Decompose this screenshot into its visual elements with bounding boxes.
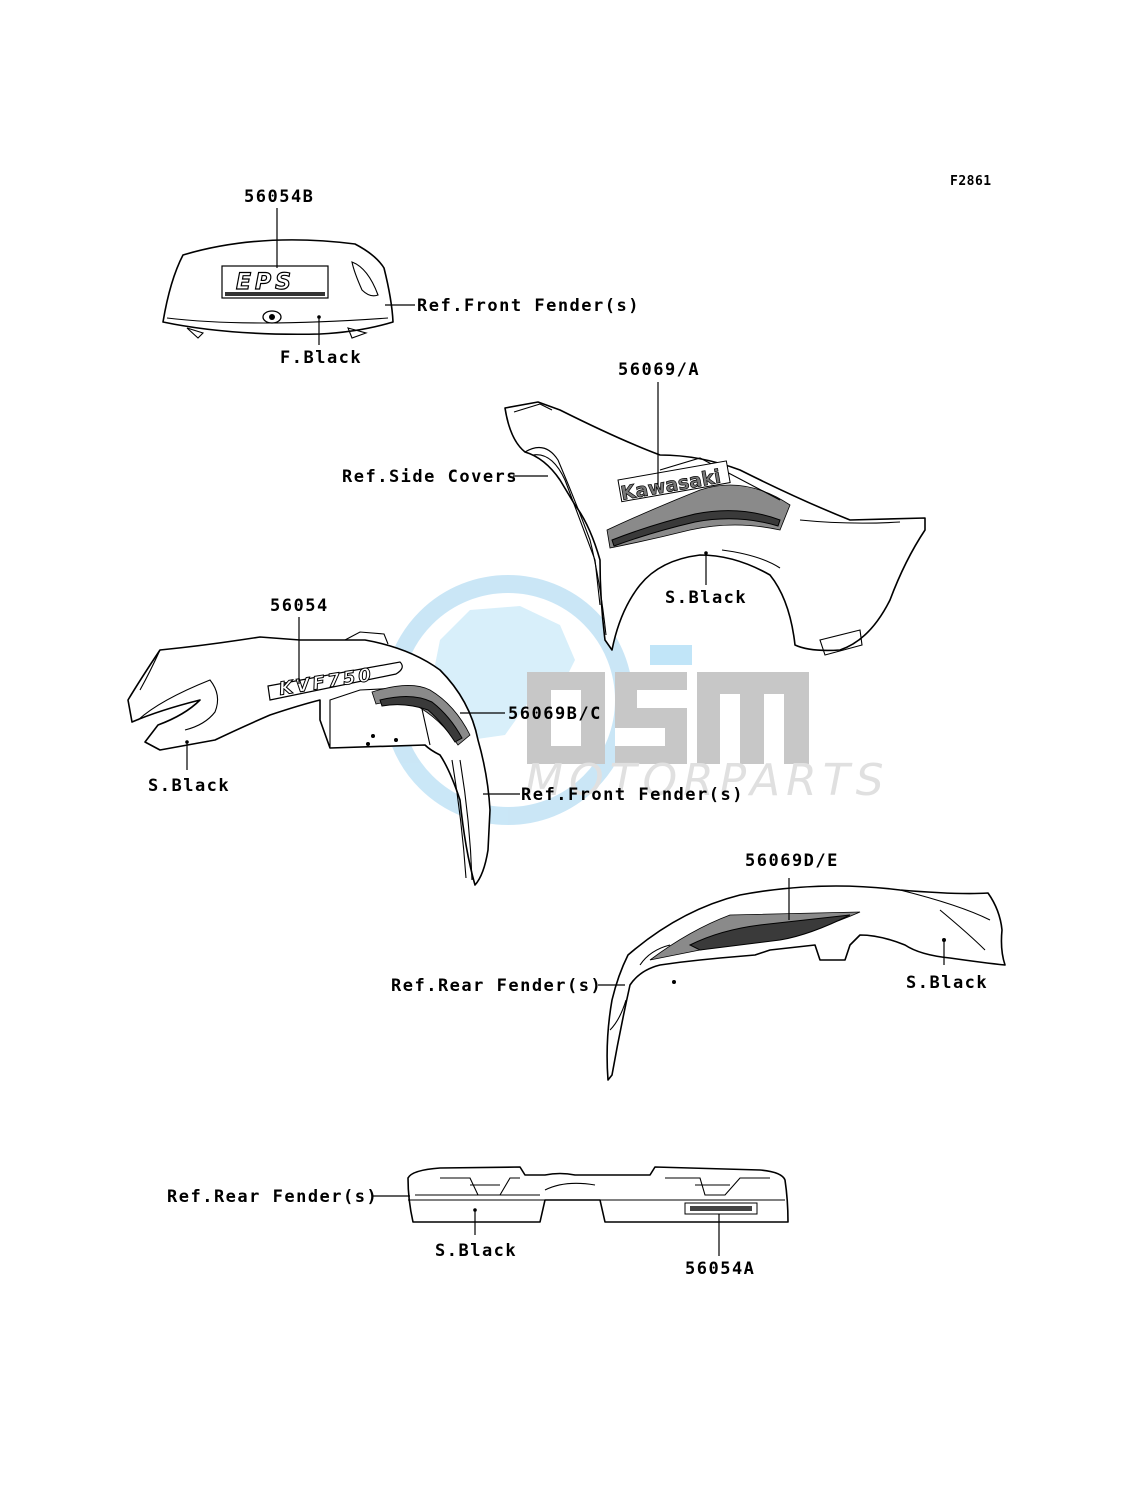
- callout-rear-color: S.Black: [906, 973, 988, 993]
- watermark-continent: [432, 606, 575, 740]
- callout-front-ref: Ref.Front Fender(s): [521, 785, 744, 805]
- callout-front-color: S.Black: [148, 776, 230, 796]
- callout-56069BC: 56069B/C: [508, 704, 602, 724]
- eps-front-cover: EPS 56054B Ref.Front Fender(s) F.Black: [162, 187, 640, 368]
- watermark-subtitle: MOTORPARTS: [525, 755, 890, 806]
- callout-56054A: 56054A: [685, 1259, 755, 1279]
- callout-eps-color: F.Black: [280, 348, 362, 368]
- watermark-letter-s: [615, 672, 687, 764]
- callout-side-color: S.Black: [665, 588, 747, 608]
- callout-side-ref: Ref.Side Covers: [342, 467, 518, 487]
- rear-fender: 56069D/E Ref.Rear Fender(s) S.Black: [391, 851, 1006, 1081]
- figure-id: F2861: [950, 174, 992, 189]
- front-fender: KVF750 56054 56069B/C Ref.Front Fender(s…: [127, 596, 744, 886]
- watermark: MOTORPARTS: [383, 575, 890, 825]
- callout-56054: 56054: [270, 596, 329, 616]
- callout-56054B: 56054B: [244, 187, 314, 207]
- rear-bumper-cover: Ref.Rear Fender(s) S.Black 56054A: [167, 1166, 789, 1279]
- callout-bumper-ref: Ref.Rear Fender(s): [167, 1187, 378, 1207]
- callout-bumper-color: S.Black: [435, 1241, 517, 1261]
- callout-rear-ref: Ref.Rear Fender(s): [391, 976, 602, 996]
- callout-56069DE: 56069D/E: [745, 851, 839, 871]
- watermark-letter-m: [697, 672, 809, 764]
- model-decal: [267, 661, 403, 701]
- side-cover: Kawasaki 56069/A Ref.Side Covers S.Black: [342, 360, 926, 656]
- callout-56069A: 56069/A: [618, 360, 700, 380]
- eps-logo-text: EPS: [236, 270, 295, 295]
- callout-eps-ref: Ref.Front Fender(s): [417, 296, 640, 316]
